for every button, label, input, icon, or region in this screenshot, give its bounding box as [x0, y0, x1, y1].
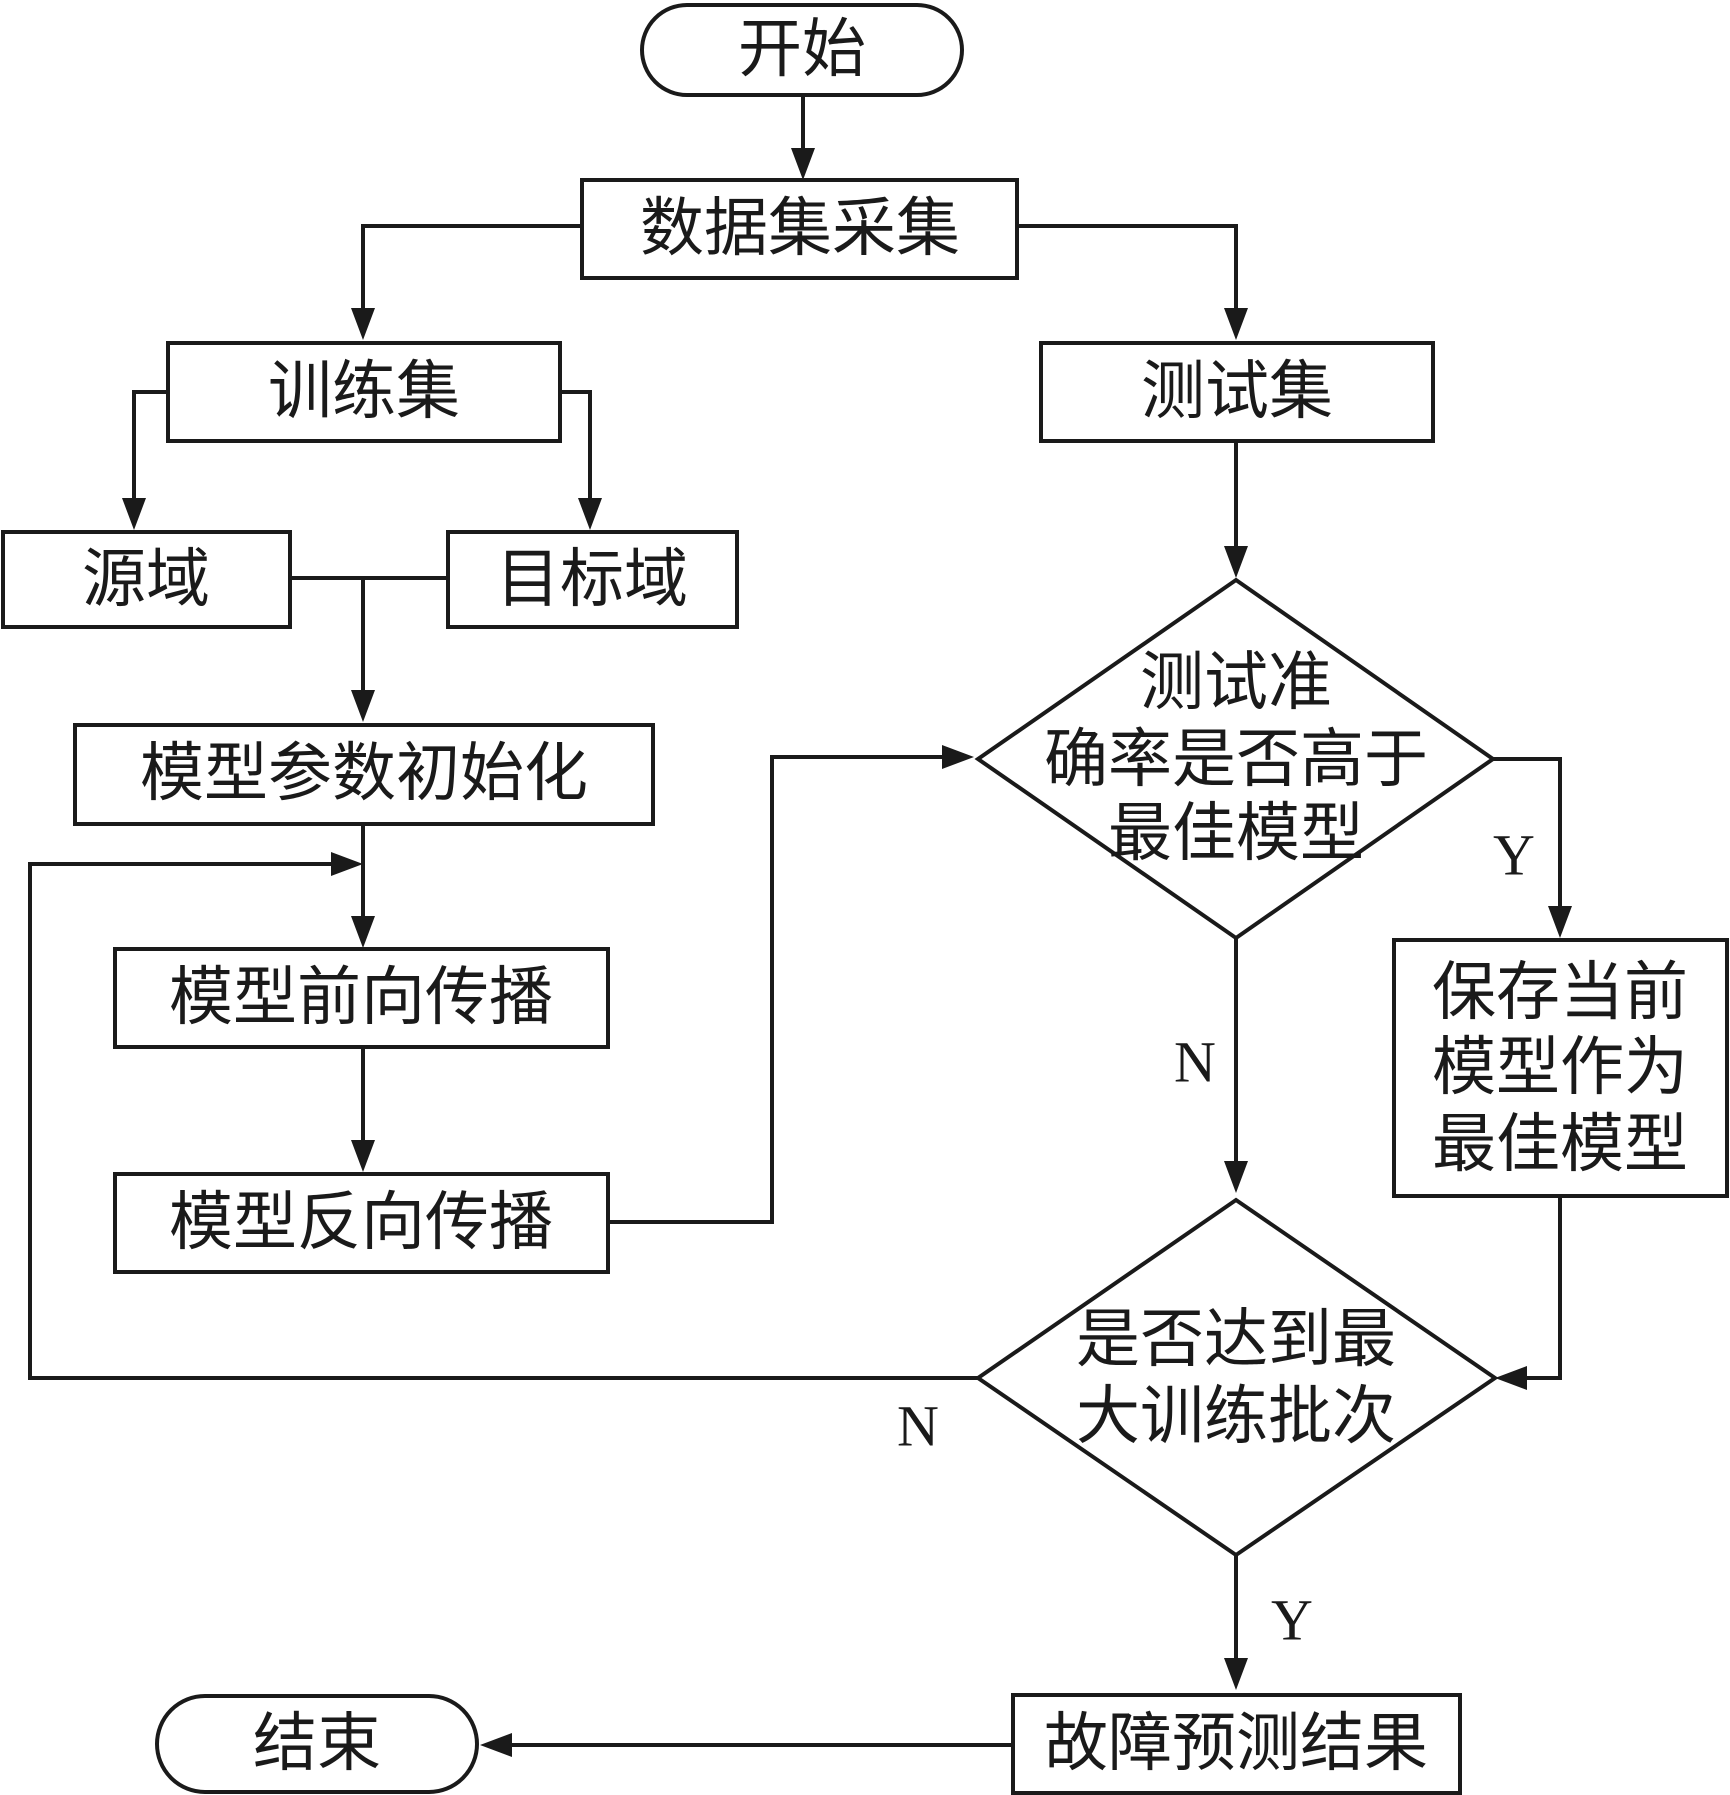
arrowhead: [351, 308, 375, 340]
edge-collection-to-test: [1017, 224, 1238, 310]
node-fault-result-label: 故障预测结果: [1044, 1707, 1428, 1781]
node-data-collection: 数据集采集: [580, 178, 1019, 280]
node-source-domain-label: 源域: [82, 543, 210, 617]
edge-label-epochs-no: N: [897, 1394, 939, 1459]
arrowhead: [1495, 1366, 1527, 1390]
node-backward: 模型反向传播: [113, 1172, 610, 1274]
node-decision-epochs-line-2: 大训练批次: [1076, 1380, 1396, 1454]
edge-accuracy-yes: [1493, 757, 1562, 908]
arrowhead: [480, 1733, 512, 1757]
arrowhead: [942, 745, 974, 769]
node-param-init: 模型参数初始化: [73, 723, 655, 826]
node-test-set: 测试集: [1039, 341, 1435, 443]
arrowhead: [1224, 546, 1248, 578]
edge-epochs-no-loop: [28, 862, 978, 1380]
node-fault-result: 故障预测结果: [1011, 1693, 1462, 1795]
node-train-set: 训练集: [166, 341, 562, 443]
arrowhead: [578, 498, 602, 530]
node-decision-accuracy-line-1: 测试准: [1140, 646, 1332, 720]
node-backward-label: 模型反向传播: [169, 1186, 553, 1260]
node-start: 开始: [640, 3, 964, 97]
arrowhead: [351, 690, 375, 722]
node-end-label: 结束: [253, 1707, 381, 1781]
node-save-best-line-1: 保存当前: [1432, 956, 1688, 1030]
arrowhead: [791, 148, 815, 180]
arrowhead: [1224, 308, 1248, 340]
node-train-set-label: 训练集: [268, 355, 460, 429]
node-data-collection-label: 数据集采集: [640, 192, 960, 266]
node-source-domain: 源域: [1, 530, 292, 629]
arrowhead: [331, 852, 363, 876]
node-forward-label: 模型前向传播: [169, 961, 553, 1035]
node-target-domain-label: 目标域: [496, 543, 688, 617]
node-decision-accuracy: 测试准 确率是否高于 最佳模型: [974, 577, 1497, 941]
connectors: [28, 95, 1572, 1757]
arrowhead: [351, 916, 375, 948]
arrowhead: [1224, 1161, 1248, 1193]
node-target-domain: 目标域: [446, 530, 739, 629]
edge-train-to-source: [132, 390, 168, 500]
edge-collection-to-train: [361, 224, 582, 310]
node-forward: 模型前向传播: [113, 947, 610, 1049]
arrowhead: [1548, 906, 1572, 938]
node-save-best-line-3: 最佳模型: [1432, 1108, 1688, 1182]
edge-label-accuracy-no: N: [1174, 1030, 1216, 1095]
edge-label-epochs-yes: Y: [1271, 1588, 1313, 1653]
node-test-set-label: 测试集: [1141, 355, 1333, 429]
arrowhead: [122, 498, 146, 530]
node-decision-epochs: 是否达到最 大训练批次: [974, 1197, 1499, 1558]
node-decision-accuracy-line-2: 确率是否高于: [1044, 723, 1428, 797]
arrowhead: [351, 1140, 375, 1172]
node-start-label: 开始: [738, 13, 866, 87]
node-end: 结束: [155, 1694, 479, 1794]
node-decision-accuracy-line-3: 最佳模型: [1108, 797, 1364, 871]
node-save-best: 保存当前 模型作为 最佳模型: [1392, 938, 1729, 1198]
node-save-best-line-2: 模型作为: [1432, 1031, 1688, 1105]
node-param-init-label: 模型参数初始化: [140, 737, 588, 811]
edge-save-to-epochs: [1525, 1196, 1562, 1380]
edge-backward-to-accuracy: [608, 755, 944, 1224]
node-decision-epochs-line-1: 是否达到最: [1076, 1303, 1396, 1377]
arrowhead: [1224, 1658, 1248, 1690]
edge-label-accuracy-yes: Y: [1493, 823, 1535, 888]
edge-train-to-target: [560, 390, 592, 500]
